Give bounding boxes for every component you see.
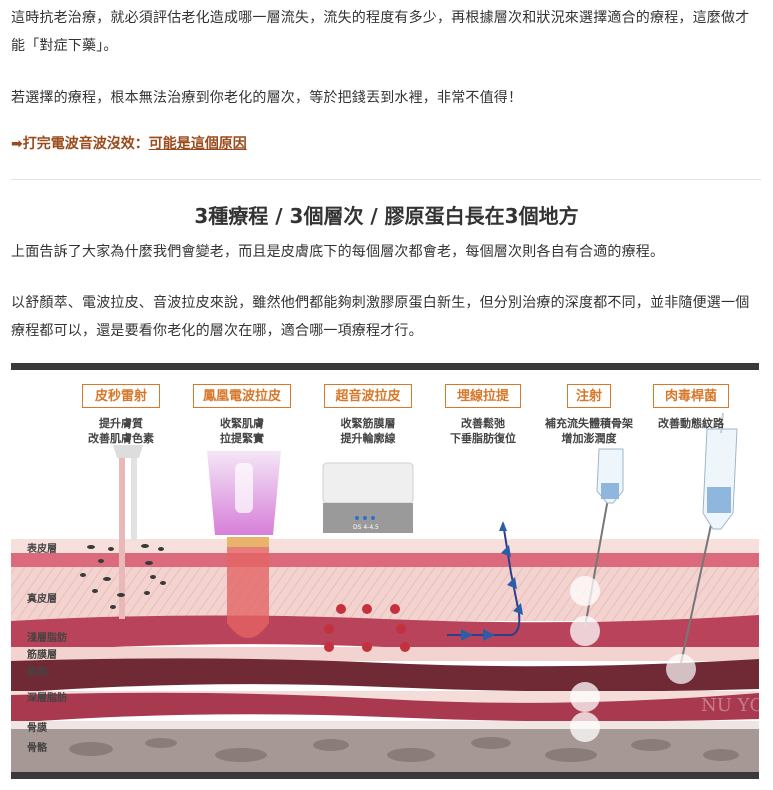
paragraph-wrong-treatment: 若選擇的療程，根本無法治療到你老化的層次，等於把錢丟到水裡，非常不值得！ [11,90,523,106]
botox-needle [680,524,712,664]
filler-bubble-3 [570,682,600,712]
desc-thread-lift: 改善鬆弛下垂脂肪復位 [450,417,516,445]
pico-laser-beam-secondary [131,451,137,541]
dermis-band [11,567,759,621]
paragraph-treatment-depth: 以舒顏萃、電波拉皮、音波拉皮來說，雖然他們都能夠刺激膠原蛋白新生，但分別治療的深… [11,295,750,339]
tag-thermage: 鳳凰電波拉皮 [193,384,291,408]
filler-bubble-1 [570,576,600,606]
layer-label-bone: 骨骼 [27,743,47,754]
thermage-tip [227,537,269,547]
tag-injection: 注射 [567,384,611,408]
muscle-band [11,658,759,693]
watermark: NU YOU [701,695,759,716]
ultherapy-transducer [323,503,413,533]
tag-botox: 肉毒桿菌 [653,384,729,408]
tag-thread-lift: 埋線拉提 [445,384,521,408]
layer-label-deep-fat: 深層脂肪 [27,693,67,704]
skin-layer-diagram: DS 4-4.5 NU YOU [11,412,759,772]
epidermis-band [11,539,759,553]
desc-injection: 補充流失體積骨架增加澎潤度 [545,417,633,445]
fascia-band [11,647,759,661]
section-divider [11,179,761,180]
desc-thermage: 收緊肌膚拉提緊實 [220,417,264,445]
desc-botox: 改善動態紋路 [658,417,724,430]
layer-label-periosteum: 骨膜 [27,723,47,734]
periosteum-band [11,721,759,729]
figure-bottom-bar [11,772,759,779]
filler-bubble-2 [570,616,600,646]
bone-band [11,729,759,772]
ultherapy-label: DS 4-4.5 [353,524,379,531]
related-article-link[interactable]: 可能是這個原因 [148,136,247,152]
tag-pico-laser: 皮秒雷射 [82,384,160,408]
bone-texture [69,737,739,762]
pico-laser-head [113,445,143,458]
ultherapy-device [322,462,414,504]
botox-syringe [702,428,738,530]
desc-ultherapy: 收緊筋膜層提升輪廓線 [340,417,396,445]
section-heading: 3種療程 / 3個層次 / 膠原蛋白長在3個地方 [194,204,579,228]
layer-label-epidermis: 表皮層 [27,544,57,555]
layer-label-dermis: 真皮層 [27,594,57,605]
tag-ultherapy: 超音波拉皮 [324,384,412,408]
botox-bubble [666,654,696,684]
layer-label-superficial-fat: 淺層脂肪 [27,633,67,644]
ultherapy-focus-points [324,604,410,652]
pigment-dots [80,544,166,609]
layer-label-muscle: 肌肉 [27,667,47,678]
thread-lift-barbs [461,521,523,641]
thermage-heat-zone [227,547,269,638]
deep-fat-band [11,692,759,723]
desc-pico-laser: 提升膚質改善肌膚色素 [88,417,154,445]
filler-bubble-4 [570,712,600,742]
treatment-depth-illustration: DS 4-4.5 NU YOU 皮秒雷射 鳳凰電波拉皮 超音波拉 [11,363,759,779]
link-prefix: ➡打完電波音波沒效： [11,136,149,152]
layer-label-fascia: 筋膜層 [27,650,57,661]
figure-top-bar [11,363,759,370]
pico-laser-beam [119,451,125,619]
paragraph-layers-intro: 上面告訴了大家為什麼我們會變老，而且是皮膚底下的每個層次都會老，每個層次則各自有… [11,244,665,260]
paragraph-aging-assessment: 這時抗老治療，就必須評估老化造成哪一層流失，流失的程度有多少，再根據層次和狀況來… [11,10,750,54]
related-link-line: ➡打完電波音波沒效：可能是這個原因 [11,133,247,155]
